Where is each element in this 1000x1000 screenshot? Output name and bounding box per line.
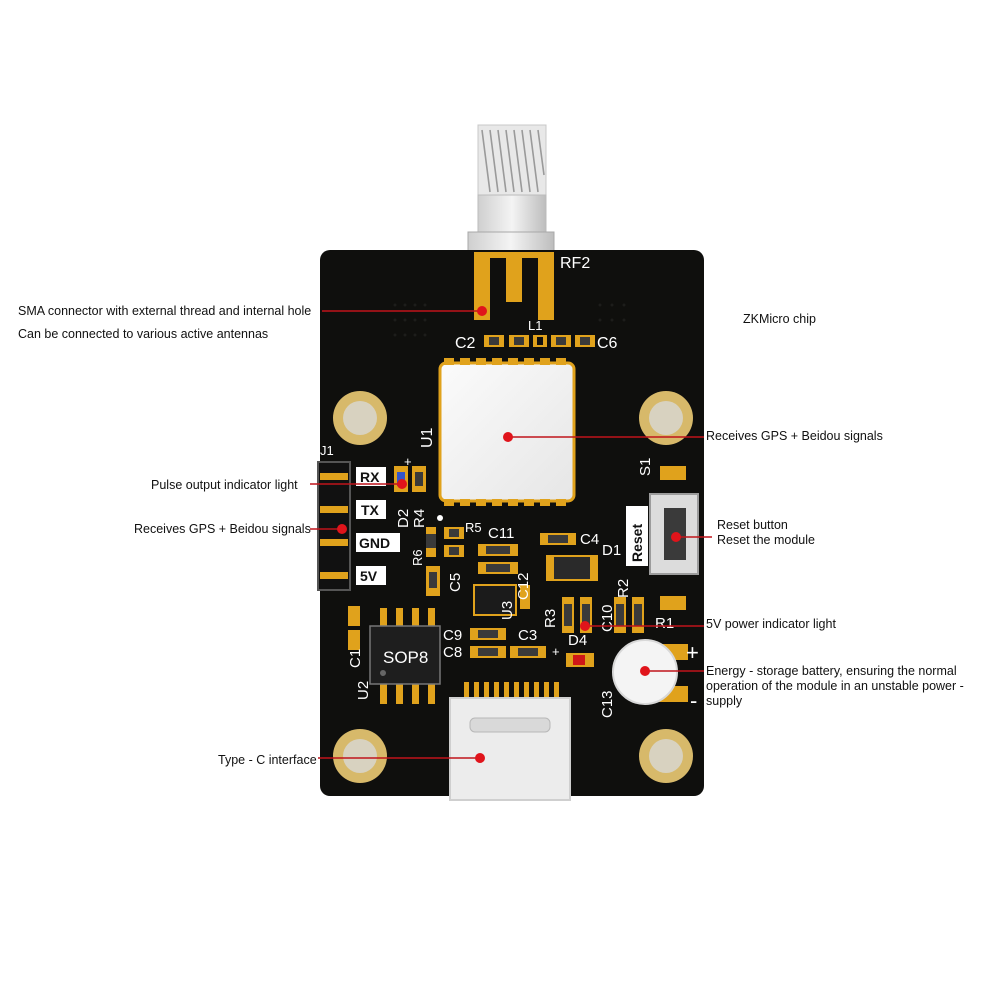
callout-power-led: 5V power indicator light: [706, 617, 836, 631]
label-u2: U2: [355, 681, 372, 700]
callout-battery-line1: Energy - storage battery, ensuring the n…: [706, 664, 957, 678]
label-c12: C12: [515, 572, 532, 600]
label-c6: C6: [597, 335, 618, 352]
callout-sma: SMA connector with external thread and i…: [18, 304, 311, 342]
marker-typec: [475, 753, 485, 763]
marker-reset-button: [671, 532, 681, 542]
lower-passives: [470, 628, 594, 667]
callout-sma-line2: Can be connected to various active anten…: [18, 327, 269, 341]
callout-reset: Reset button Reset the module: [717, 518, 815, 548]
center-components: [473, 533, 598, 616]
usb-typec-connector: [449, 682, 571, 801]
label-plus-d4: +: [552, 644, 560, 659]
callout-battery-line3: supply: [706, 694, 743, 708]
callout-markers: [337, 306, 681, 763]
c2-c6-passives: [484, 335, 595, 347]
label-c5: C5: [447, 573, 464, 592]
mounting-hole-top-left: [333, 391, 387, 445]
marker-sma: [477, 306, 487, 316]
callout-reset-line1: Reset button: [717, 518, 788, 532]
callout-sma-line1: SMA connector with external thread and i…: [18, 304, 312, 318]
label-c9: C9: [443, 627, 462, 644]
label-j1: J1: [320, 443, 334, 458]
label-c1: C1: [347, 649, 364, 668]
label-d1: D1: [602, 542, 621, 559]
label-r5: R5: [465, 520, 482, 535]
label-l1: L1: [528, 318, 542, 333]
r5-r6-c5-components: [426, 515, 464, 596]
callout-reset-line2: Reset the module: [717, 533, 815, 547]
label-c13: C13: [599, 690, 616, 718]
label-r1: R1: [655, 615, 674, 632]
callout-typec: Type - C interface: [218, 753, 317, 767]
label-r6: R6: [410, 549, 425, 566]
marker-gnss-module: [503, 432, 513, 442]
leader-lines: [310, 310, 712, 759]
pin-label-5v: 5V: [360, 568, 378, 584]
label-s1: S1: [637, 458, 654, 476]
gnss-module-u1: [438, 358, 576, 506]
pin-label-tx: TX: [361, 502, 380, 518]
label-r4: R4: [411, 509, 428, 528]
callout-battery-line2: operation of the module in an unstable p…: [706, 679, 964, 693]
label-sop8: SOP8: [383, 648, 428, 667]
label-r3: R3: [542, 609, 559, 628]
label-minus-battery: -: [690, 688, 697, 713]
sop8-chip-u2: [348, 606, 441, 704]
pin-labels: RX TX GND 5V: [356, 467, 400, 585]
mounting-hole-bottom-left: [333, 729, 387, 783]
label-d4: D4: [568, 632, 587, 649]
label-c10: C10: [599, 604, 616, 632]
pin-label-rx: RX: [360, 469, 380, 485]
spring-antenna: [467, 124, 555, 253]
label-reset: Reset: [629, 524, 645, 562]
label-c11: C11: [488, 525, 514, 542]
label-u3: U3: [499, 601, 516, 620]
label-d2: D2: [395, 509, 412, 528]
label-rf2: RF2: [560, 255, 590, 272]
marker-battery: [640, 666, 650, 676]
callout-gnss-right: Receives GPS + Beidou signals: [706, 429, 883, 443]
label-c2: C2: [455, 335, 476, 352]
label-r2: R2: [615, 579, 632, 598]
label-u1: U1: [419, 427, 436, 448]
label-c8: C8: [443, 644, 462, 661]
pin-label-gnd: GND: [359, 535, 390, 551]
callout-battery: Energy - storage battery, ensuring the n…: [706, 664, 964, 709]
marker-pulse-led: [397, 479, 407, 489]
callout-zkmicro: ZKMicro chip: [743, 312, 816, 326]
callout-gnss-left: Receives GPS + Beidou signals: [134, 522, 311, 536]
mounting-hole-top-right: [639, 391, 693, 445]
mounting-holes: [333, 391, 693, 783]
storage-battery-c13: [612, 639, 688, 705]
marker-power-led: [580, 621, 590, 631]
label-plus-d2: +: [404, 454, 412, 469]
label-c4: C4: [580, 531, 599, 548]
callout-pulse-led: Pulse output indicator light: [151, 478, 298, 492]
marker-pin-header: [337, 524, 347, 534]
rf-connector-pads: [474, 252, 554, 320]
label-c3: C3: [518, 627, 537, 644]
mounting-hole-bottom-right: [639, 729, 693, 783]
label-plus-battery: +: [686, 640, 699, 665]
